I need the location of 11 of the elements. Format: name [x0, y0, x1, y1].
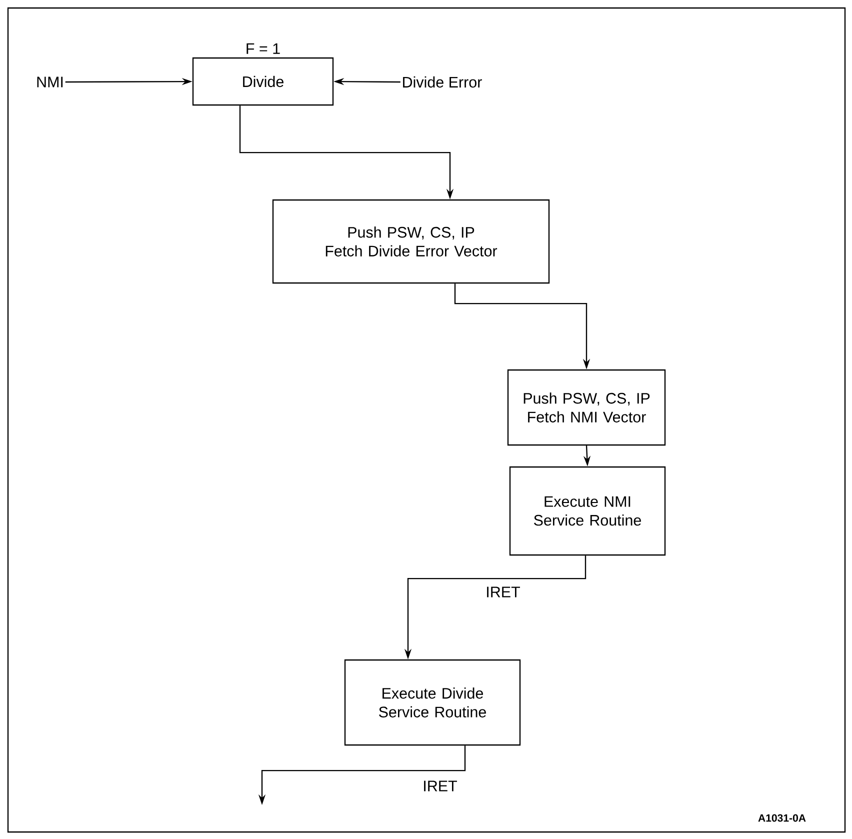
signal-label: Divide Error — [403, 76, 482, 88]
edge-label: IRET — [421, 780, 459, 792]
edge-label: IRET — [484, 586, 522, 598]
node-label: F = 1 — [246, 43, 280, 54]
signal-label: NMI — [37, 76, 63, 88]
process-box: Push PSW, CS, IP Fetch Divide Error Vector — [272, 199, 550, 284]
process-box: Push PSW, CS, IP Fetch NMI Vector — [507, 369, 666, 446]
process-box: F = 1 Divide — [192, 43, 334, 106]
figure-number: A1031-0A — [758, 814, 806, 822]
process-box: Execute Divide Service Routine — [344, 659, 521, 746]
process-box: Execute NMI Service Routine — [509, 466, 666, 556]
